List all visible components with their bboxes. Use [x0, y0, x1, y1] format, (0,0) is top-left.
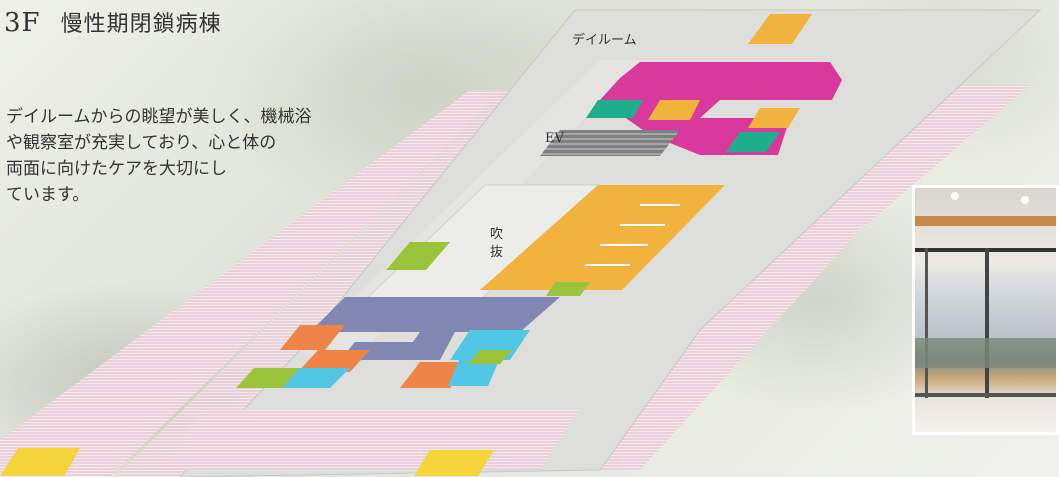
- patient-rooms-left-wing: [0, 90, 505, 477]
- room-green: [468, 350, 512, 364]
- room-green: [546, 282, 590, 296]
- ward-description: デイルームからの眺望が美しく、機械浴 や観察室が充実しており、心と体の 両面に向…: [6, 104, 366, 208]
- room-green: [386, 242, 450, 270]
- room-cyan: [448, 358, 500, 386]
- floor-number: 3F: [4, 8, 41, 38]
- room-orange: [748, 108, 800, 128]
- day-room-label: デイルーム: [572, 32, 637, 48]
- room-teal: [586, 100, 643, 118]
- description-line: や観察室が充実しており、心と体の: [6, 133, 277, 153]
- ward-name: 慢性期閉鎖病棟: [60, 12, 222, 37]
- description-line: デイルームからの眺望が美しく、機械浴: [6, 107, 312, 127]
- elevator-label: EV: [545, 131, 564, 146]
- description-line: ています。: [6, 185, 90, 205]
- room-orange: [298, 350, 370, 372]
- room-yellow: [0, 448, 80, 476]
- patient-rooms-bottom: [160, 410, 580, 470]
- atrium-label: 吹: [490, 227, 503, 242]
- room-cyan: [280, 368, 350, 388]
- description-line: 両面に向けたケアを大切にし: [6, 159, 227, 179]
- elevator-area: [540, 130, 680, 156]
- room-green: [236, 368, 300, 388]
- staff-room-divider: [585, 204, 680, 266]
- nurse-station: [310, 297, 560, 360]
- staff-area: [480, 185, 725, 290]
- room-orange: [648, 100, 700, 120]
- page-title: 3F 慢性期閉鎖病棟: [4, 6, 222, 38]
- room-yellow: [414, 450, 494, 476]
- atrium-label: 抜: [490, 244, 503, 260]
- room-teal: [726, 132, 780, 152]
- room-orange: [280, 325, 345, 350]
- storage-room: [748, 14, 812, 44]
- day-room-window-view-photo: [912, 185, 1059, 435]
- window-frame-icon: [915, 192, 1056, 398]
- room-cyan: [450, 330, 530, 360]
